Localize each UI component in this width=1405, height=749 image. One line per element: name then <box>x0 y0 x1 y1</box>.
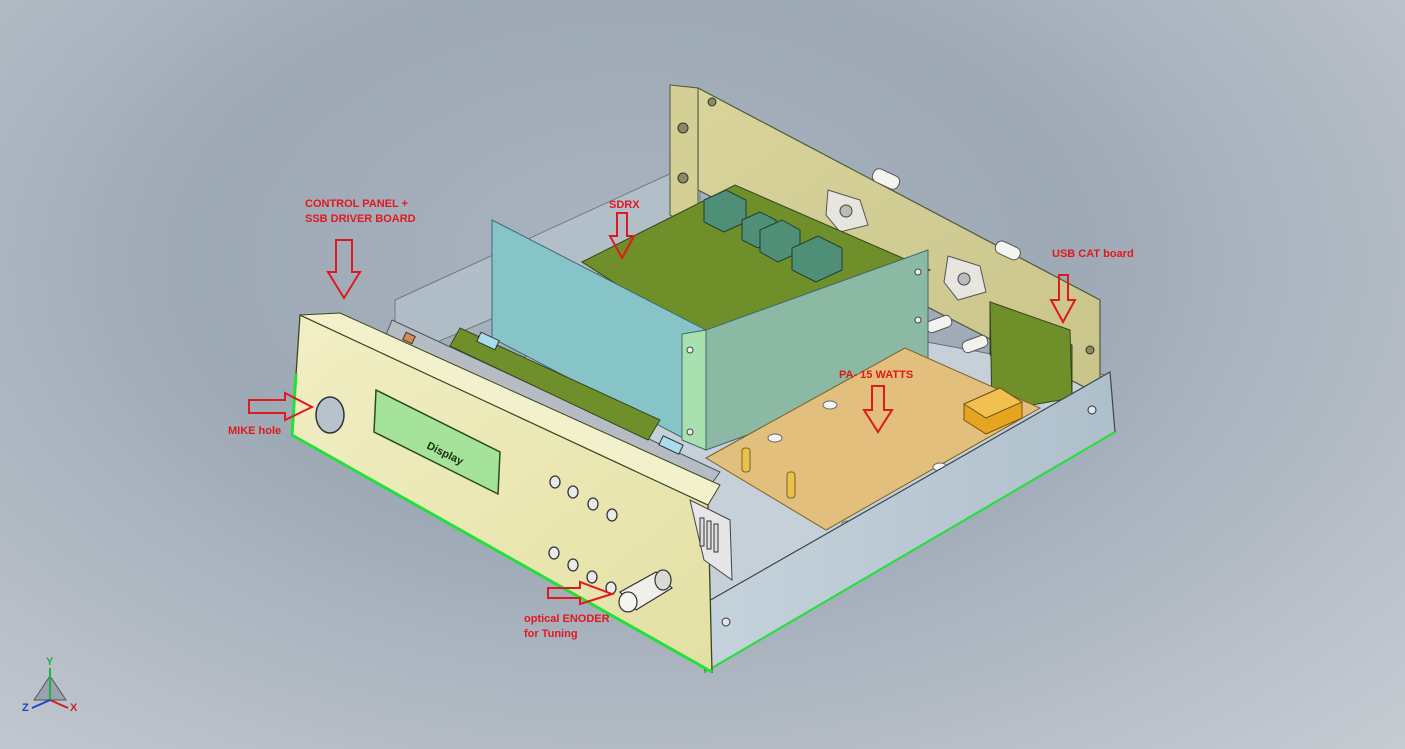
sdrx-components <box>703 189 843 283</box>
rear-connector-2 <box>994 240 1021 261</box>
panel-button[interactable] <box>567 485 579 499</box>
panel-button[interactable] <box>548 546 560 560</box>
panel-button[interactable] <box>587 497 599 511</box>
axis-x-label: X <box>70 702 78 714</box>
pa-relay <box>962 387 1024 435</box>
control-board-green <box>449 327 661 441</box>
rear-screw-hole <box>1085 345 1095 355</box>
arrow-sdrx <box>608 212 636 261</box>
axis-z-label: Z <box>22 702 29 714</box>
panel-button[interactable] <box>549 475 561 489</box>
rear-connector-1 <box>871 168 901 190</box>
label-encoder: optical ENODER for Tuning <box>524 613 610 640</box>
button-row-bottom <box>548 546 617 595</box>
front-panel-top-edge <box>299 312 721 506</box>
label-control-panel: CONTROL PANEL + SSB DRIVER BOARD <box>305 198 416 225</box>
mike-hole <box>315 396 345 434</box>
label-sdrx: SDRX <box>609 199 640 211</box>
panel-button[interactable] <box>606 508 618 522</box>
arrow-pa <box>862 385 894 434</box>
rear-screw-hole <box>707 97 717 107</box>
label-usb-cat: USB CAT board <box>1052 248 1134 260</box>
rear-screw-hole <box>677 172 689 184</box>
heatsink-fins <box>699 517 719 553</box>
pa-board-posts <box>741 447 796 499</box>
rear-screw-hole <box>677 122 689 134</box>
standoff <box>925 314 989 354</box>
button-row-top <box>549 475 618 522</box>
rear-mount-1 <box>825 189 869 233</box>
arrow-control-panel <box>326 239 362 300</box>
tuning-knob[interactable] <box>618 569 673 613</box>
axis-triad <box>31 668 69 709</box>
arrow-encoder <box>547 580 616 606</box>
label-pa: PA- 15 WATTS <box>839 369 914 381</box>
panel-button[interactable] <box>586 570 598 584</box>
sdrx-shield-edge <box>681 329 707 451</box>
panel-button[interactable] <box>567 558 579 572</box>
rear-mount-2 <box>943 255 987 301</box>
arrow-mike <box>248 391 315 422</box>
label-mike-hole: MIKE hole <box>228 425 282 437</box>
arrow-usb-cat <box>1049 274 1077 325</box>
axis-y-label: Y <box>46 656 54 668</box>
display-window <box>373 388 501 496</box>
